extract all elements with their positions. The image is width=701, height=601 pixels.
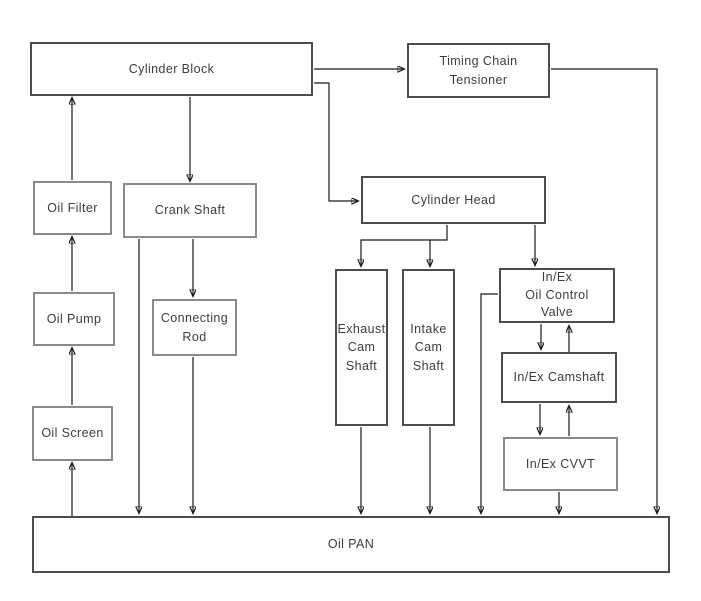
- node-oil-pump: Oil Pump: [33, 292, 115, 346]
- node-in-ex-oil-control-valve: In/Ex Oil Control Valve: [499, 268, 615, 323]
- node-oil-pan: Oil PAN: [32, 516, 670, 573]
- edge-cylblock-cylhead: [314, 82, 358, 201]
- edge-cylhead-exhaustcam: [361, 225, 448, 266]
- node-in-ex-cvvt: In/Ex CVVT: [503, 437, 618, 491]
- node-oil-filter: Oil Filter: [33, 181, 112, 235]
- edge-tensioner-oilpan: [551, 68, 657, 513]
- node-in-ex-camshaft: In/Ex Camshaft: [501, 352, 617, 403]
- node-cylinder-block: Cylinder Block: [30, 42, 313, 96]
- node-intake-cam-shaft: Intake Cam Shaft: [402, 269, 455, 426]
- node-oil-screen: Oil Screen: [32, 406, 113, 461]
- edge-ocv-oilpan: [481, 293, 498, 513]
- node-exhaust-cam-shaft: Exhaust Cam Shaft: [335, 269, 388, 426]
- node-connecting-rod: Connecting Rod: [152, 299, 237, 356]
- node-crank-shaft: Crank Shaft: [123, 183, 257, 238]
- node-cylinder-head: Cylinder Head: [361, 176, 546, 224]
- node-timing-chain-tensioner: Timing Chain Tensioner: [407, 43, 550, 98]
